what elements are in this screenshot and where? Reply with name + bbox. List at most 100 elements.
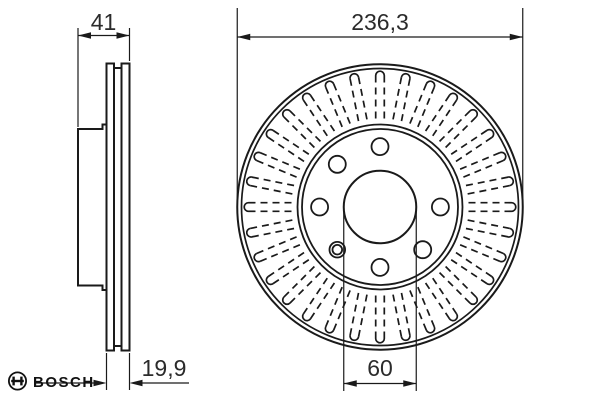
vent-slot-cap	[281, 296, 291, 306]
vent-slot-cap	[253, 252, 261, 263]
disc-ring-profile	[105, 62, 131, 352]
vent-slot-side-dashed	[289, 110, 325, 146]
front-view	[236, 63, 524, 351]
hat-outer-circle	[301, 128, 459, 286]
side-view-cross-section	[77, 62, 131, 352]
vent-slot-cap	[400, 334, 411, 342]
vent-slot-side-dashed	[391, 77, 403, 124]
vent-slot-side-dashed	[441, 116, 477, 152]
vent-slot-side-dashed	[391, 290, 403, 337]
vent-slot-cap	[349, 72, 360, 80]
vent-slot-cap	[499, 252, 507, 263]
vent-slot-side-dashed	[259, 242, 305, 263]
vent-slot-side-dashed	[332, 83, 353, 129]
vent-slot-side-dashed	[399, 288, 411, 336]
vent-slot-side-dashed	[250, 218, 297, 230]
vent-slot-side-dashed	[461, 226, 509, 238]
vent-slot-side-dashed	[451, 249, 493, 278]
vent-slot-side-dashed	[349, 78, 361, 126]
locating-hole-inner	[331, 244, 343, 256]
friction-ring-inner-circle	[296, 123, 464, 291]
vent-slot-cap	[507, 176, 515, 187]
vent-slot-side-dashed	[259, 151, 305, 172]
vent-slot-side-dashed	[357, 290, 369, 337]
bolt-hole	[430, 197, 450, 217]
vent-slot-cap	[281, 108, 291, 118]
vent-slot-side-dashed	[458, 234, 504, 255]
bolt-hole	[370, 137, 390, 157]
vent-slot-side-dashed	[357, 77, 369, 124]
vent-slot-cap	[425, 326, 436, 334]
vent-slot-side-dashed	[309, 94, 338, 136]
bosch-wordmark: BOSCH	[33, 374, 95, 391]
vent-slot-cap	[448, 92, 459, 101]
vent-slot-cap	[499, 151, 507, 162]
vent-slot-cap	[425, 80, 436, 88]
dimension-disc-thickness: 19,9	[35, 353, 189, 390]
vent-slot-side-dashed	[332, 285, 353, 331]
bolt-hole	[413, 240, 433, 260]
arrowhead-right-icon	[93, 379, 107, 387]
dimension-center-bore: 60	[343, 207, 417, 391]
vent-slot-cap	[349, 334, 360, 342]
vent-slot-cap	[265, 128, 274, 139]
vent-slot-cap	[245, 176, 253, 187]
vent-slot-cap	[324, 80, 335, 88]
vent-slot-side-dashed	[458, 159, 504, 180]
vent-slot-side-dashed	[267, 249, 309, 278]
dimension-total-width: 41	[77, 9, 131, 127]
vent-slot-cap	[374, 338, 386, 344]
vent-slot-side-dashed	[451, 136, 493, 165]
vent-slot-side-dashed	[455, 151, 501, 172]
vent-slot-side-dashed	[272, 256, 314, 285]
vent-slot-cap	[400, 72, 411, 80]
bosch-armature-icon	[7, 371, 28, 391]
vent-slot-cap	[301, 313, 312, 322]
arrowhead-left-icon	[343, 380, 357, 387]
bolt-hole	[327, 154, 347, 174]
vent-slot-side-dashed	[429, 273, 458, 315]
outer-diameter-circle	[236, 63, 524, 351]
vent-slot-cap	[245, 227, 253, 238]
vent-slot-cap	[253, 151, 261, 162]
outer-chamfer-circle	[240, 67, 520, 347]
vent-slot-cap	[448, 313, 459, 322]
vent-slot-side-dashed	[251, 176, 299, 188]
vent-slot-side-dashed	[324, 86, 345, 132]
arrowhead-right-icon	[403, 380, 417, 387]
vent-slot-side-dashed	[267, 136, 309, 165]
vent-slot-side-dashed	[461, 176, 509, 188]
vent-slot-side-dashed	[256, 159, 302, 180]
vent-slot-side-dashed	[422, 278, 451, 320]
vent-slot-cap	[469, 108, 479, 118]
dimension-outer-diameter: 236,3	[236, 8, 524, 207]
bosch-logo: BOSCH	[7, 371, 95, 391]
vent-slot-cap	[243, 201, 249, 213]
vent-slots-group	[243, 70, 517, 344]
vent-slot-side-dashed	[283, 116, 319, 152]
vent-slot-side-dashed	[441, 262, 477, 298]
arrowhead-left-icon	[129, 379, 143, 387]
vent-slot-side-dashed	[446, 129, 488, 158]
vent-slot-side-dashed	[422, 94, 451, 136]
center-bore-circle	[342, 169, 418, 245]
vent-slot-cap	[301, 92, 312, 101]
vent-slot-side-dashed	[455, 242, 501, 263]
vent-slot-side-dashed	[349, 288, 361, 336]
bolt-holes-group	[310, 137, 450, 277]
vent-slot-cap	[265, 275, 274, 286]
vent-slot-cap	[486, 128, 495, 139]
vent-slot-side-dashed	[399, 78, 411, 126]
vent-slot-side-dashed	[415, 86, 436, 132]
arrowhead-right-icon	[509, 33, 523, 41]
vent-slot-cap	[469, 296, 479, 306]
vent-slot-side-dashed	[463, 184, 510, 196]
vent-slot-cap	[507, 227, 515, 238]
dimension-label-center-bore: 60	[367, 355, 393, 381]
vent-slot-cap	[324, 326, 335, 334]
vent-slot-cap	[511, 201, 517, 213]
dimension-label-disc-thickness: 19,9	[142, 355, 187, 381]
vent-slot-side-dashed	[435, 268, 471, 304]
